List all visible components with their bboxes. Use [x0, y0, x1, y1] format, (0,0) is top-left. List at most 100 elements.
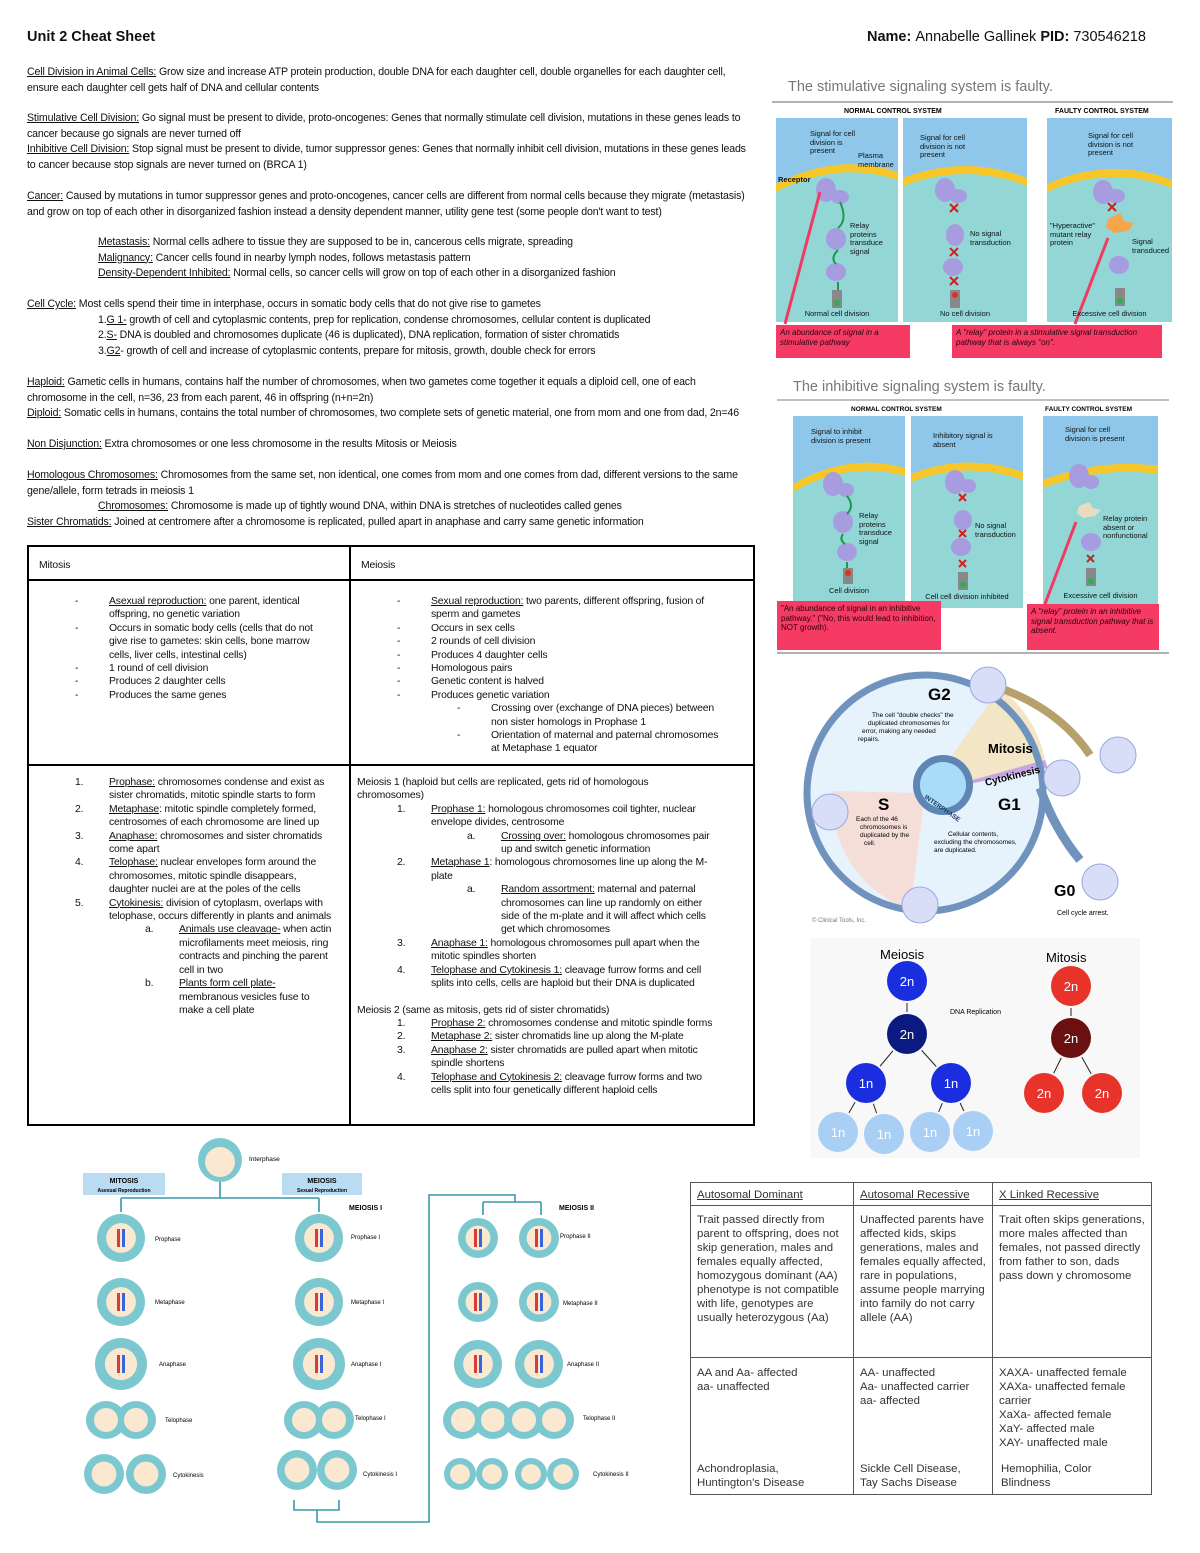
num: 1. — [397, 803, 406, 815]
cycle-item: 3.G2- growth of cell and increase of cyt… — [27, 344, 752, 360]
note-chromosomes: Chromosomes: Chromosome is made up of ti… — [27, 499, 752, 515]
genotype-cell: AA and Aa- affected aa- unaffected Achon… — [690, 1357, 854, 1495]
list-item: 1. Prophase: chromosomes condense and exi… — [29, 776, 334, 803]
text: homologous chromosomes pull apart when t… — [431, 937, 700, 963]
term: Haploid: — [27, 376, 65, 388]
arrows — [848, 1003, 1092, 1114]
definition: Cancer cells found in nearby lymph nodes… — [152, 251, 471, 264]
callout-arrow — [1043, 521, 1078, 605]
label: "Hyperactive" mutant relay protein — [1050, 221, 1095, 247]
ploidy-label: 2n — [900, 1027, 914, 1042]
nucleus — [304, 1287, 334, 1317]
g1-text: Cellular contents, — [948, 831, 998, 838]
text: : mitotic spindle completely formed, cen… — [109, 803, 320, 829]
term: Malignancy: — [98, 251, 153, 264]
label: Relay proteins transduce signal — [859, 511, 892, 546]
list-item: 2.Metaphase: mitotic spindle completely … — [29, 803, 334, 830]
chromosome — [535, 1293, 538, 1311]
nucleus — [553, 1464, 573, 1484]
mitosis-box-title: MITOSIS — [110, 1178, 139, 1185]
callout-arrows — [783, 191, 1110, 325]
num: 1. — [397, 1017, 406, 1029]
term: Prophase: — [109, 777, 156, 788]
chromosome — [122, 1229, 125, 1247]
stage-label: Cytokinesis I — [363, 1472, 397, 1478]
ploidy-label: 1n — [944, 1076, 958, 1091]
chromosome — [540, 1229, 543, 1247]
meiosis-cell — [818, 1112, 858, 1152]
g0-arrow — [1035, 786, 1084, 863]
chromosome — [320, 1229, 323, 1247]
panel-faulty — [1043, 416, 1158, 608]
chromosome — [479, 1293, 482, 1311]
genotype: AA and Aa- affected — [697, 1367, 798, 1379]
chromosome — [122, 1355, 125, 1373]
g0-text: Cell cycle arrest. — [1057, 910, 1109, 917]
example: Blindness — [1001, 1477, 1051, 1489]
num: a. — [467, 830, 476, 842]
stimulative-figure-art: The stimulative signaling system is faul… — [772, 79, 1173, 325]
meiosis-traits: Sexual reproduction: two parents, differ… — [349, 579, 755, 766]
chromosome — [315, 1355, 318, 1373]
chromosome — [474, 1355, 477, 1373]
mitosis-cell — [1051, 1018, 1091, 1058]
item-number: 3. — [98, 344, 107, 357]
ploidy-label: 2n — [1037, 1086, 1051, 1101]
mitosis-box-sub: Asexual Reproduction — [97, 1188, 150, 1194]
list-item: Produces 2 daughter cells — [29, 675, 329, 689]
term: Cytokinesis: — [109, 897, 164, 909]
text: chromosomes condense and exist as sister… — [109, 777, 325, 802]
faulty-header: FAULTY CONTROL SYSTEM — [1045, 406, 1132, 413]
num: 3. — [397, 1044, 406, 1056]
nucleus — [106, 1287, 136, 1317]
list-item: Produces 4 daughter cells — [351, 649, 711, 663]
text: one parent, identical offspring, no gene… — [109, 596, 300, 621]
term: Metaphase 2: — [431, 1031, 493, 1043]
list-item: 3.Anaphase 1: homologous chromosomes pul… — [351, 937, 721, 964]
g2-label: G2 — [928, 685, 951, 704]
g0-label: G0 — [1054, 883, 1075, 900]
text: sister chromatids line up along the M-pl… — [492, 1031, 684, 1043]
list-item: Crossing over (exchange of DNA pieces) b… — [351, 702, 721, 729]
term: S- — [106, 329, 117, 341]
header-cell: Autosomal Recessive — [853, 1182, 993, 1206]
term: Cell Division in Animal Cells: — [27, 66, 157, 78]
note-stimulative: Stimulative Cell Division: Go signal mus… — [27, 111, 752, 142]
stage-label: Anaphase II — [567, 1362, 599, 1368]
mitosis-traits: Asexual reproduction: one parent, identi… — [27, 579, 351, 766]
num: 1. — [75, 777, 84, 788]
list-item: 5.Cytokinesis: division of cytoplasm, ov… — [29, 897, 334, 924]
panel-no-signal — [903, 118, 1027, 322]
text: : homologous chromosomes line up along t… — [431, 857, 708, 882]
definition: Stop signal must be present to divide, t… — [27, 143, 746, 171]
mitosis-cell — [1082, 1073, 1122, 1113]
list-item: Occurs in somatic body cells (cells that… — [29, 622, 329, 662]
term: Telophase and Cytokinesis 1: — [431, 964, 562, 976]
definition: Joined at centromere after a chromosome … — [111, 515, 644, 528]
label: Signal for cell division is present — [1065, 425, 1125, 443]
g1-label: G1 — [998, 795, 1021, 814]
genotype: XaXa- affected female — [999, 1409, 1112, 1421]
chromosome — [474, 1229, 477, 1247]
description-cell: Trait passed directly from parent to off… — [690, 1205, 854, 1358]
genotype: XAXa- unaffected female carrier — [999, 1381, 1126, 1407]
list-item: 1.Prophase 1: homologous chromosomes coi… — [351, 803, 721, 857]
term: G 1- — [106, 313, 127, 326]
list-item: 4.Telophase and Cytokinesis 1: cleavage … — [351, 964, 721, 991]
term: Cell Cycle: — [27, 298, 76, 310]
nucleus — [521, 1464, 541, 1484]
term: Sister Chromatids: — [27, 515, 112, 528]
term: Density-Dependent Inhibited: — [98, 267, 231, 279]
outcome-label: Cell division — [828, 586, 870, 595]
description-cell: Trait often skips generations, more male… — [992, 1205, 1152, 1358]
nucleus — [94, 1408, 118, 1432]
meiosis-cell — [931, 1063, 971, 1103]
note-cell-division: Cell Division in Animal Cells: Grow size… — [27, 65, 752, 96]
chromosome — [320, 1355, 323, 1373]
list-item: a.Animals use cleavage- when actin micro… — [29, 923, 334, 977]
definition: Normal cells, so cancer cells will grow … — [230, 267, 616, 279]
text: 1 round of cell division — [109, 663, 209, 675]
